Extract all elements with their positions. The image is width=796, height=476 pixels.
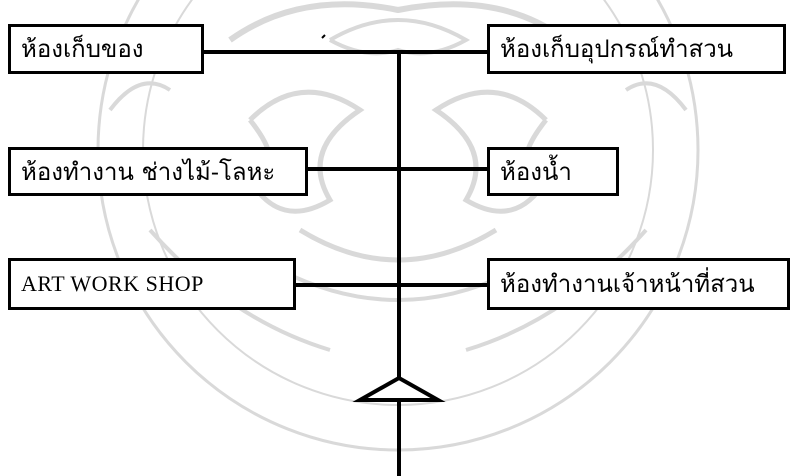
room-label-art-workshop: ART WORK SHOP [21, 271, 204, 296]
room-box-art-workshop: ART WORK SHOP [8, 258, 296, 310]
room-label-storage: ห้องเก็บของ [21, 35, 144, 63]
room-label-bathroom: ห้องน้ำ [500, 157, 572, 186]
room-box-storage: ห้องเก็บของ [8, 24, 204, 74]
entrance-triangle-icon [352, 375, 446, 402]
room-box-garden-tools: ห้องเก็บอุปกรณ์ทำสวน [487, 24, 786, 74]
room-label-garden-tools: ห้องเก็บอุปกรณ์ทำสวน [500, 35, 734, 63]
room-label-garden-office: ห้องทำงานเจ้าหน้าที่สวน [500, 270, 755, 298]
room-box-bathroom: ห้องน้ำ [487, 147, 619, 196]
room-box-workshop: ห้องทำงาน ช่างไม้-โลหะ [8, 147, 308, 196]
room-box-garden-office: ห้องทำงานเจ้าหน้าที่สวน [487, 258, 790, 310]
room-label-workshop: ห้องทำงาน ช่างไม้-โลหะ [21, 157, 276, 186]
